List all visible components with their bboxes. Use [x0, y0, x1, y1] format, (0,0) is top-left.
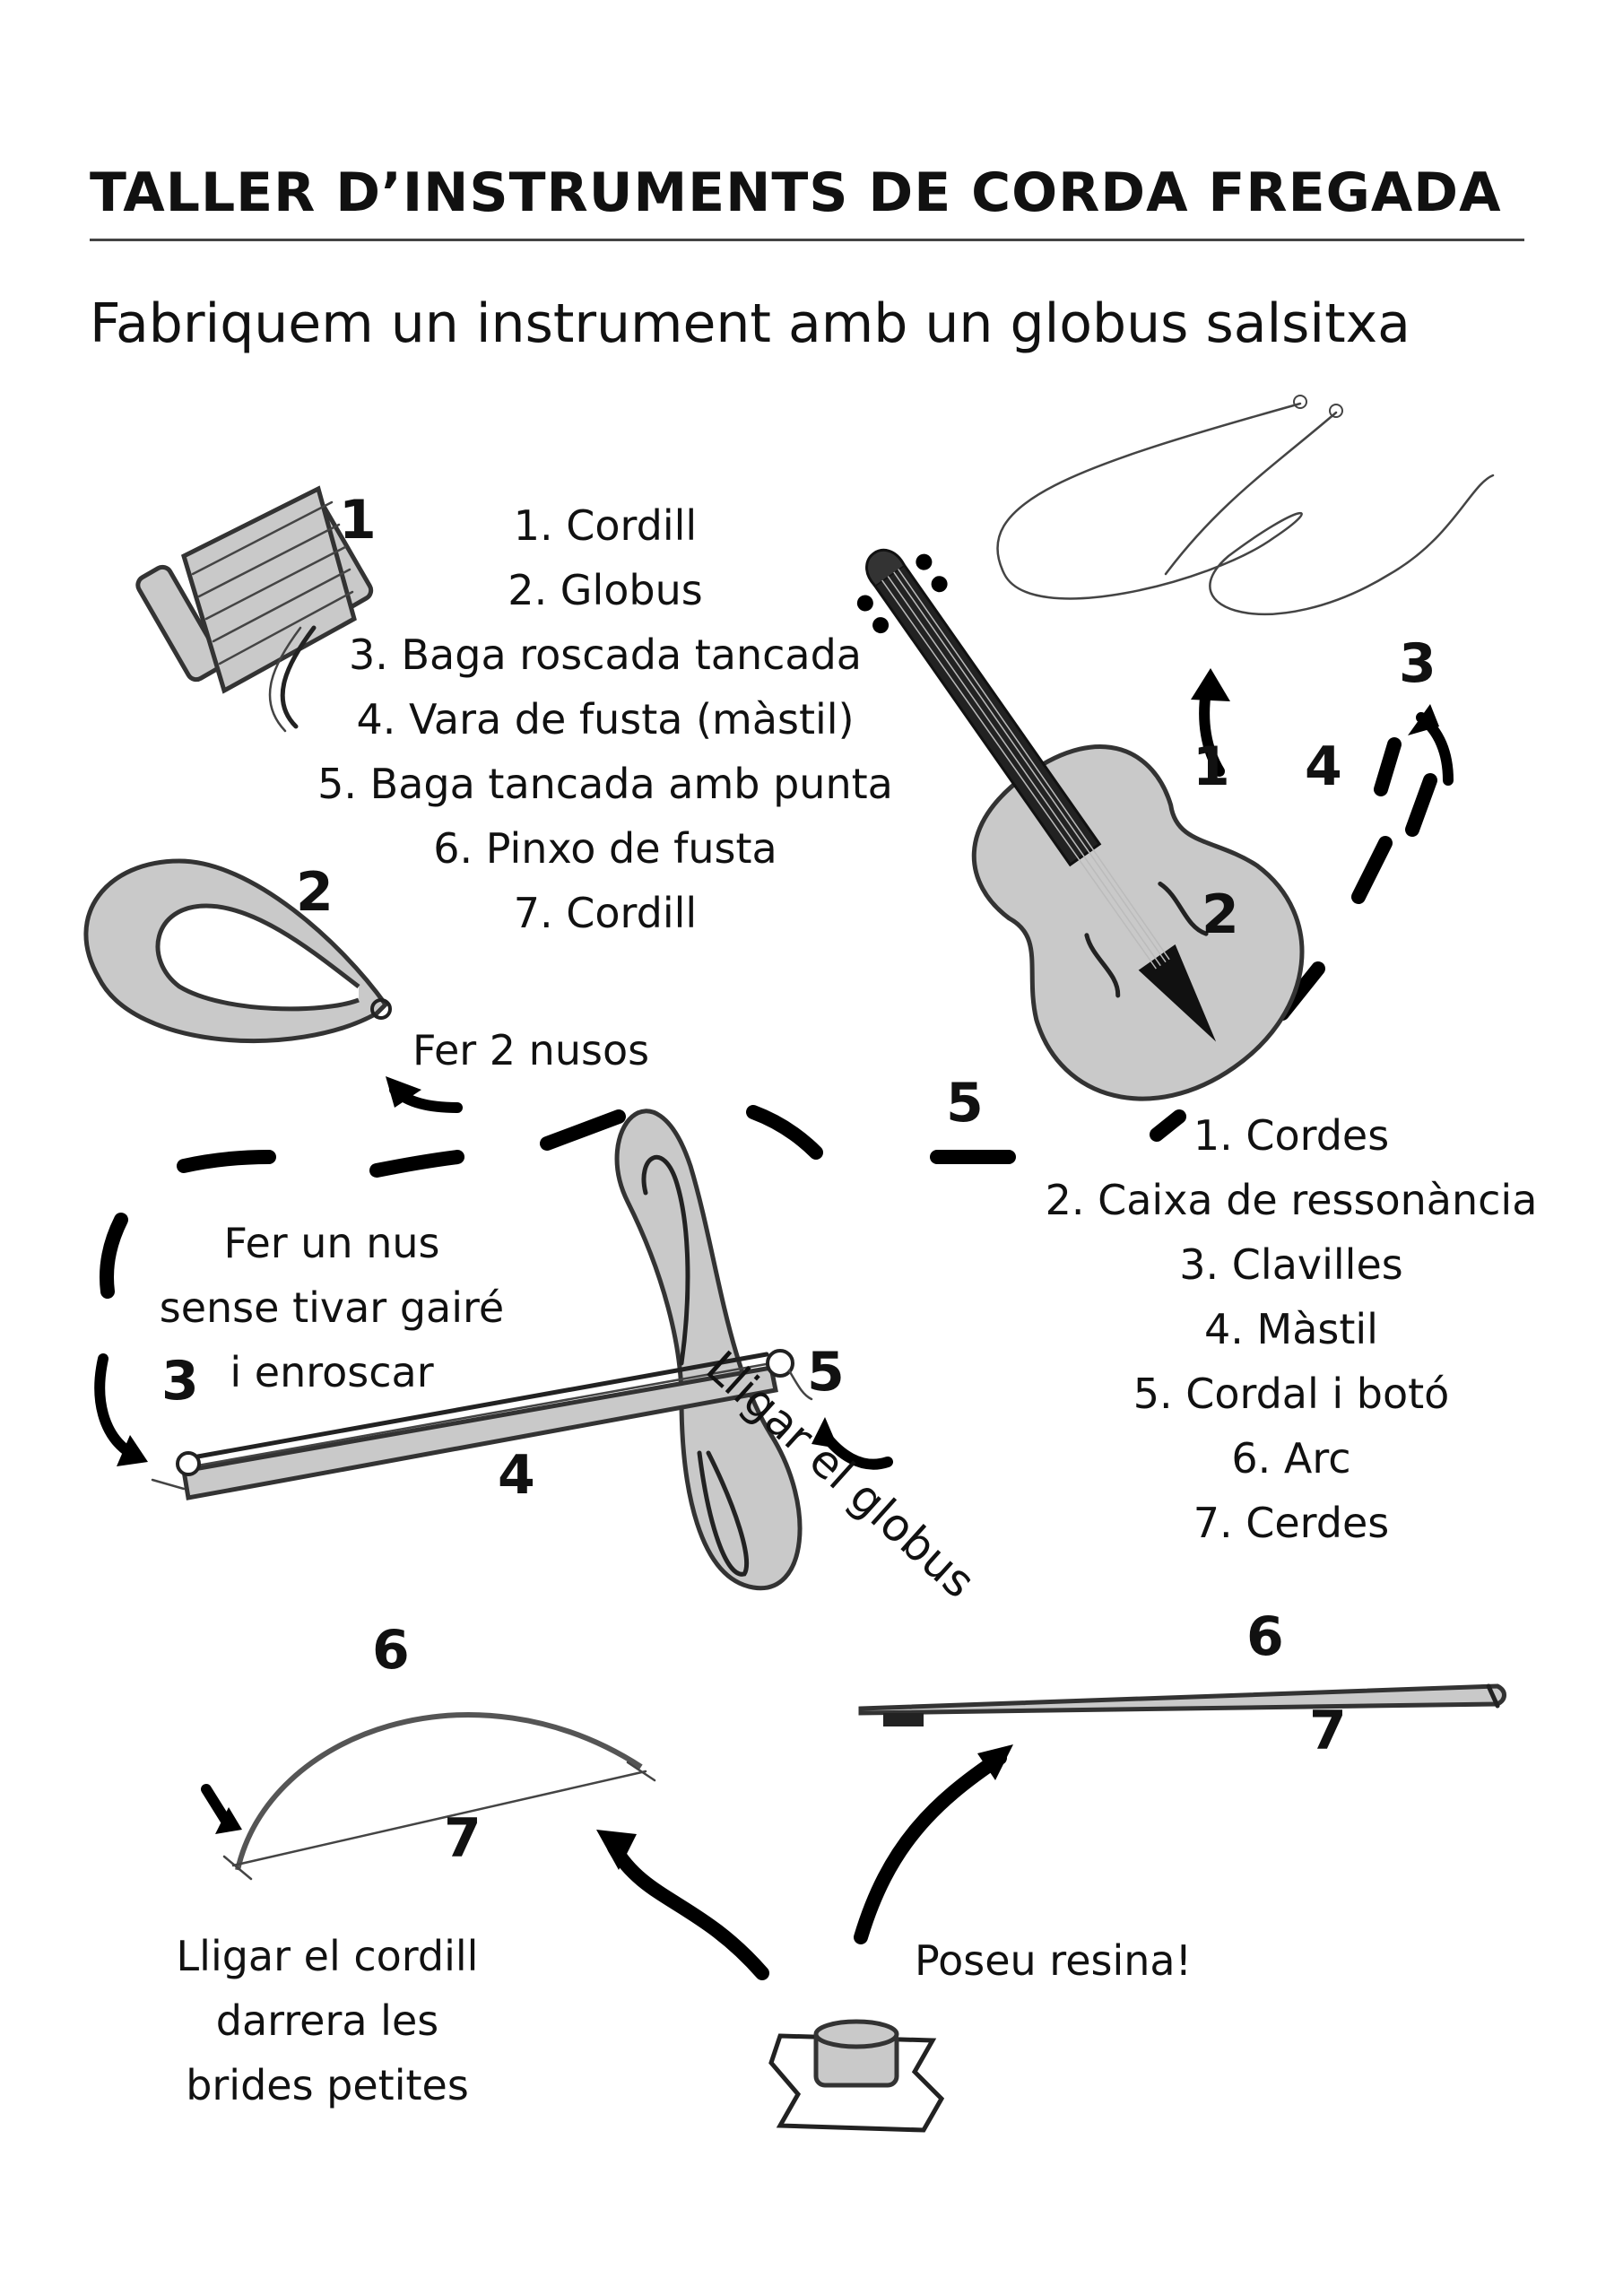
violin-parts-list: 1. Cordes 2. Caixa de ressonància 3. Cla… — [1022, 1103, 1560, 1555]
note-line: darrera les — [215, 1996, 439, 2045]
simple-bow-drawing — [222, 1712, 656, 1881]
number-label: 5 — [946, 1072, 984, 1135]
list-item: 1. Cordes — [1193, 1111, 1390, 1160]
number-label: 2 — [296, 861, 334, 924]
list-item: 5. Cordal i botó — [1133, 1370, 1450, 1418]
tie-string-note: Lligar el cordill darrera les brides pet… — [143, 1924, 511, 2118]
number-label: 2 — [1202, 883, 1239, 946]
list-item: 4. Vara de fusta (màstil) — [356, 695, 855, 744]
materials-list: 1. Cordill 2. Globus 3. Baga roscada tan… — [305, 493, 906, 945]
list-item: 6. Pinxo de fusta — [433, 824, 777, 873]
note-line: brides petites — [186, 2061, 469, 2109]
list-item: 3. Clavilles — [1179, 1240, 1403, 1289]
note-line: sense tivar gairé — [159, 1283, 505, 1332]
number-label: 4 — [1305, 735, 1342, 798]
number-label: 7 — [444, 1807, 482, 1870]
list-item: 3. Baga roscada tancada — [348, 631, 862, 679]
list-item: 5. Baga tancada amb punta — [317, 760, 893, 808]
rosin-note: Poseu resina! — [915, 1936, 1193, 1985]
page-subtitle: Fabriquem un instrument amb un globus sa… — [90, 292, 1410, 355]
list-item: 6. Arc — [1231, 1434, 1351, 1483]
number-label: 7 — [1309, 1700, 1347, 1762]
number-label: 4 — [498, 1444, 535, 1507]
number-label: 6 — [372, 1619, 410, 1682]
dashed-path — [100, 737, 1437, 1299]
violin-drawing — [856, 548, 1305, 1101]
list-item: 4. Màstil — [1204, 1305, 1378, 1353]
note-line: Lligar el cordill — [176, 1932, 479, 1980]
number-label: 5 — [807, 1341, 845, 1404]
number-label: 3 — [1399, 632, 1436, 695]
rosin-drawing — [768, 2019, 945, 2133]
number-label: 6 — [1246, 1605, 1284, 1668]
loose-strings — [996, 402, 1495, 616]
list-item: 1. Cordill — [513, 501, 698, 550]
list-item: 7. Cordill — [513, 889, 698, 937]
sausage-balloon-drawing — [83, 858, 392, 1044]
list-item: 2. Caixa de ressonància — [1045, 1176, 1538, 1224]
balloon-instrument-drawing — [151, 1109, 813, 1591]
knot-note: Fer un nus sense tivar gairé i enroscar — [135, 1211, 529, 1405]
number-label: 3 — [161, 1350, 199, 1413]
title-divider — [90, 239, 1524, 241]
string-spool-drawing — [135, 485, 374, 733]
note-line: i enroscar — [230, 1348, 434, 1396]
note-line: Fer un nus — [223, 1219, 440, 1267]
number-label: 1 — [1193, 735, 1230, 798]
two-knots-note: Fer 2 nusos — [412, 1026, 650, 1074]
number-label: 1 — [339, 489, 377, 552]
list-item: 7. Cerdes — [1193, 1499, 1390, 1547]
list-item: 2. Globus — [508, 566, 703, 614]
page-title: TALLER D’INSTRUMENTS DE CORDA FREGADA — [90, 161, 1502, 224]
violin-bow-drawing — [858, 1683, 1506, 1726]
